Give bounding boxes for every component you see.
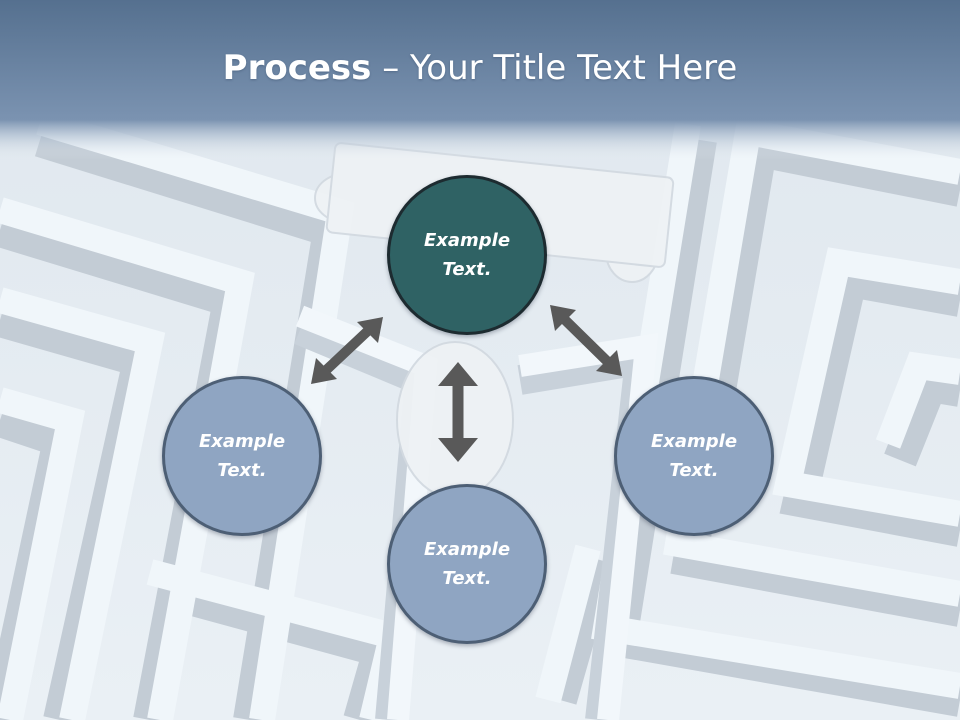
right-node-line2: Text. [669, 460, 719, 481]
slide-title: Process – Your Title Text Here [0, 48, 960, 88]
bottom-node: Example Text. [387, 484, 547, 644]
title-separator: – [371, 48, 411, 88]
right-node: Example Text. [614, 376, 774, 536]
bottom-node-line1: Example [423, 539, 511, 560]
arrow-center-bottom [438, 362, 478, 462]
title-bold: Process [222, 48, 372, 88]
center-node: Example Text. [387, 175, 547, 335]
left-node-line2: Text. [217, 460, 267, 481]
bottom-node-line2: Text. [442, 568, 492, 589]
arrow-center-left [311, 317, 383, 384]
title-text: Your Title Text Here [410, 48, 738, 88]
left-node: Example Text. [162, 376, 322, 536]
left-node-line1: Example [198, 431, 286, 452]
right-node-line1: Example [650, 431, 738, 452]
center-node-line2: Text. [442, 259, 492, 280]
arrow-center-right [550, 305, 622, 376]
center-node-line1: Example [423, 230, 511, 251]
